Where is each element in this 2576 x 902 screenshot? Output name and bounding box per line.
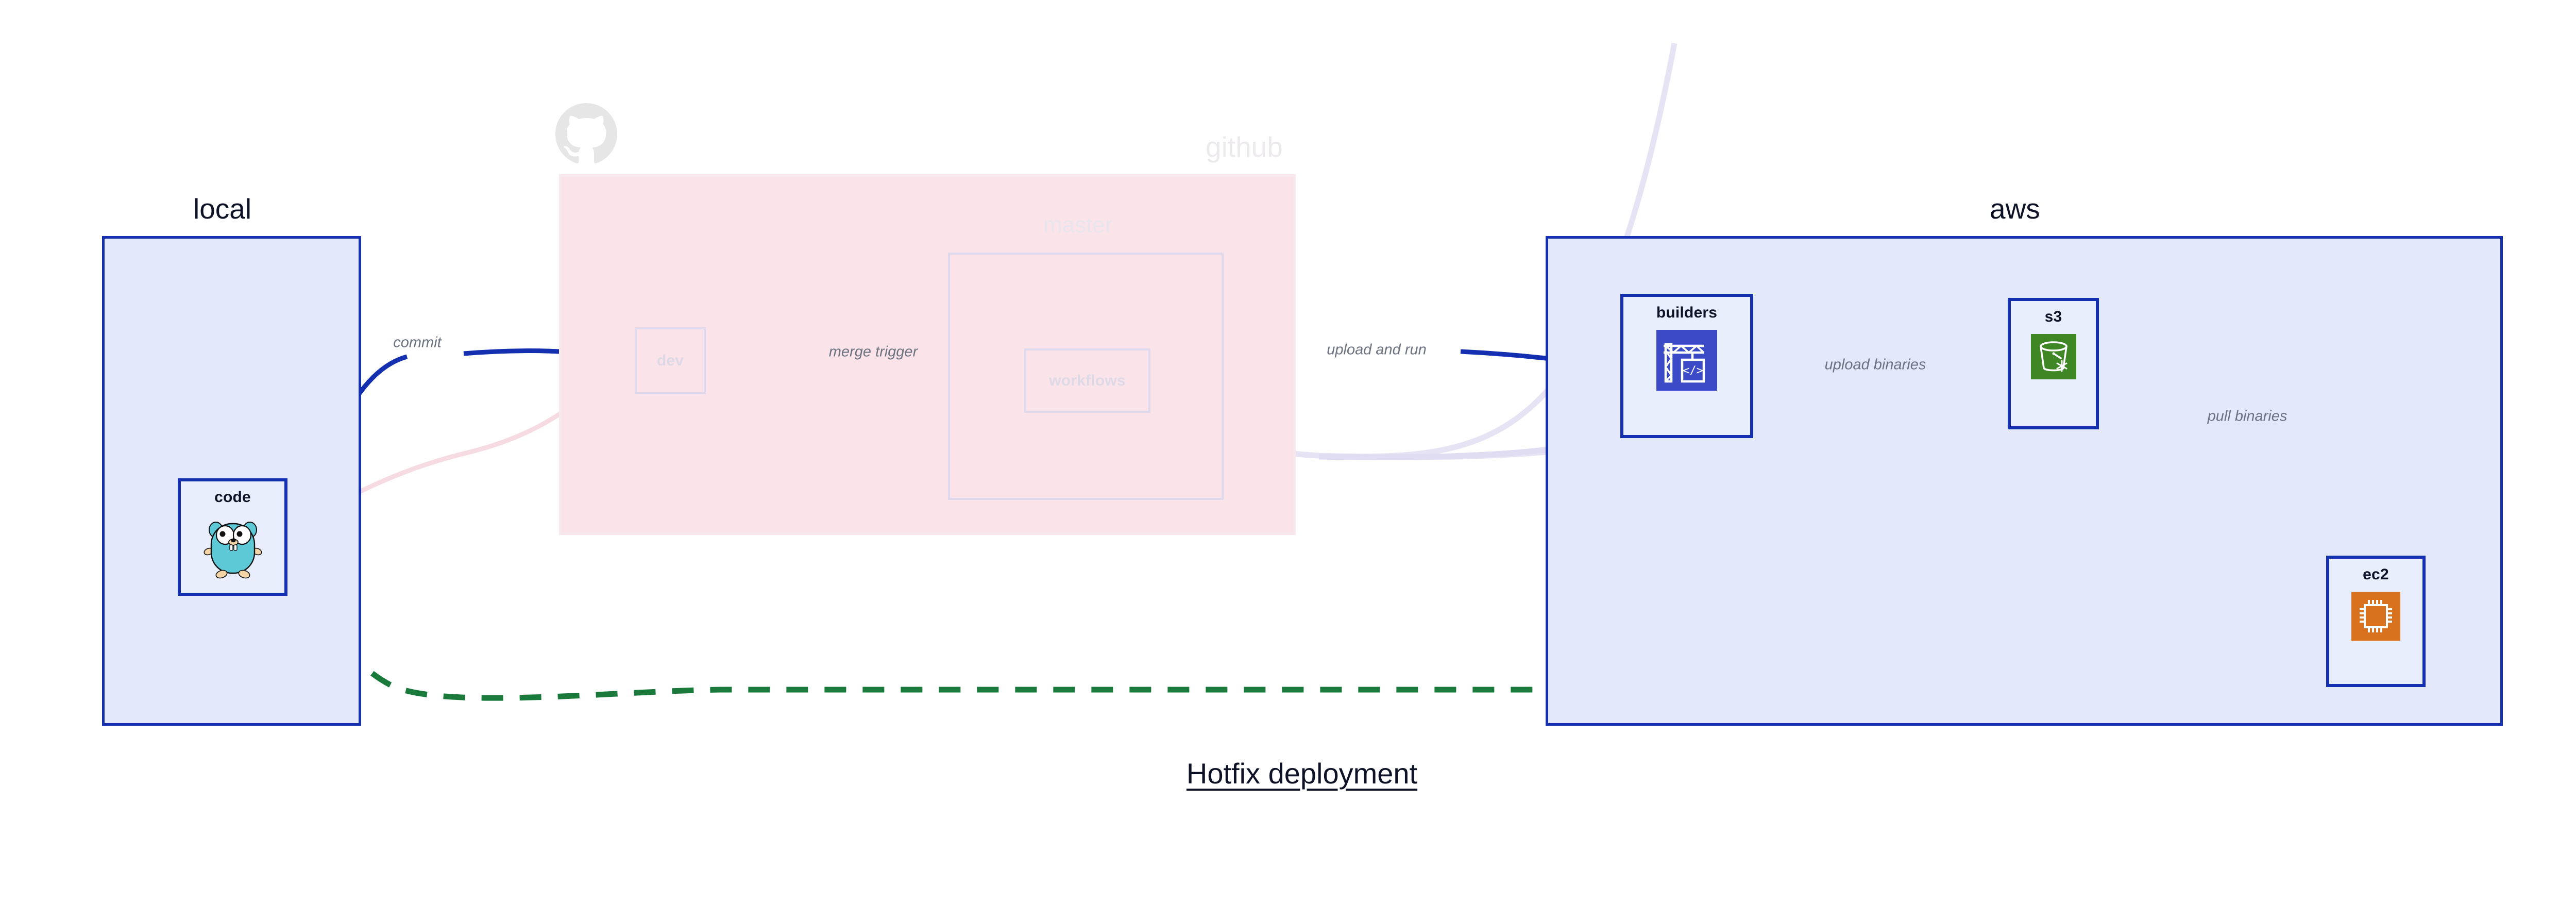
node-dev[interactable]: dev bbox=[635, 327, 706, 394]
node-workflows-label: workflows bbox=[1049, 372, 1126, 389]
edge-label-upload-binaries: upload binaries bbox=[1821, 357, 1929, 373]
page-title: Hotfix deployment bbox=[1186, 757, 1418, 790]
aws-codebuild-icon: </> bbox=[1656, 330, 1717, 393]
group-master[interactable] bbox=[948, 253, 1224, 500]
node-code[interactable]: code bbox=[178, 478, 287, 596]
group-github-label: github bbox=[1206, 131, 1283, 163]
group-local-label: local bbox=[193, 193, 252, 225]
edge-label-upload-and-run: upload and run bbox=[1324, 342, 1430, 358]
node-ec2-label: ec2 bbox=[2363, 566, 2389, 583]
node-builders-label: builders bbox=[1656, 304, 1718, 321]
group-master-label: master bbox=[1043, 212, 1113, 238]
node-builders[interactable]: builders bbox=[1620, 294, 1753, 438]
github-octocat-icon bbox=[555, 103, 617, 168]
aws-ec2-chip-icon bbox=[2351, 592, 2400, 643]
node-s3[interactable]: s3 bbox=[2008, 298, 2099, 429]
edge-label-pull-binaries: pull binaries bbox=[2204, 409, 2291, 424]
group-aws-label: aws bbox=[1990, 193, 2040, 225]
node-workflows[interactable]: workflows bbox=[1024, 348, 1150, 413]
node-code-label: code bbox=[214, 489, 251, 506]
node-dev-label: dev bbox=[656, 352, 684, 369]
aws-s3-glacier-icon bbox=[2030, 334, 2076, 382]
svg-text:</>: </> bbox=[1683, 364, 1703, 377]
group-github[interactable] bbox=[559, 174, 1296, 535]
edge-label-merge-trigger: merge trigger bbox=[825, 344, 921, 360]
node-s3-label: s3 bbox=[2044, 308, 2062, 325]
go-gopher-icon bbox=[202, 514, 264, 583]
edge-label-commit: commit bbox=[390, 335, 445, 350]
node-ec2[interactable]: ec2 bbox=[2326, 556, 2426, 687]
